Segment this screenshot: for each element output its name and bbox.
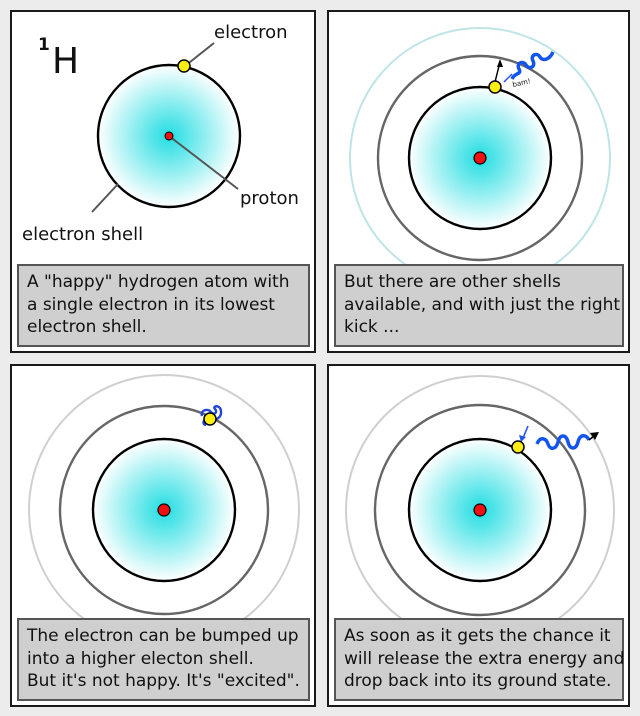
caption-line: A "happy" hydrogen atom with (27, 272, 290, 292)
atom-diagram-3 (28, 374, 300, 646)
panel-ground-state: 1 H electron proton electron shell A "ha… (10, 10, 316, 353)
proton (473, 503, 487, 517)
electron (177, 59, 191, 73)
proton (157, 503, 171, 517)
panel-kick: bam! But there are other shells availabl… (327, 10, 630, 353)
caption-line: available, and with just the right (344, 294, 621, 315)
atom-diagram-4 (345, 375, 615, 645)
caption-line: electron shell. (27, 317, 147, 337)
label-electron-shell: electron shell (22, 224, 143, 245)
arrow-icon (503, 73, 513, 83)
caption-line: kick ... (344, 317, 400, 337)
label-electron: electron (214, 22, 288, 43)
arrow-icon (519, 435, 526, 442)
proton-pointer (168, 135, 239, 190)
arrow-icon (590, 432, 599, 440)
caption-line: into a higher electon shell. (27, 648, 254, 669)
element-symbol: H (52, 41, 79, 82)
arrow-icon (522, 425, 529, 439)
electron-pointer (184, 42, 215, 67)
panel-excited: The electron can be bumped up into a hig… (10, 364, 316, 707)
bam-label: bam! (512, 77, 532, 89)
caption-line: will release the extra energy and (344, 648, 625, 669)
electron (203, 412, 217, 426)
photon-wave-icon (535, 434, 591, 450)
caption-2: But there are other shells available, an… (334, 264, 624, 347)
electron (488, 80, 502, 94)
middle-shell (58, 404, 270, 616)
caption-line: The electron can be bumped up (27, 626, 299, 646)
caption-line: a single electron in its lowest (27, 294, 275, 315)
caption-line: But it's not happy. It's "excited". (27, 671, 300, 691)
caption-3: The electron can be bumped up into a hig… (17, 618, 310, 701)
caption-4: As soon as it gets the chance it will re… (334, 618, 625, 701)
mass-number: 1 (38, 35, 50, 55)
proton (473, 151, 487, 165)
middle-shell (376, 54, 584, 262)
proton (164, 131, 174, 141)
panel-emission: As soon as it gets the chance it will re… (327, 364, 630, 707)
label-proton: proton (240, 188, 299, 209)
caption-line: But there are other shells (344, 272, 561, 292)
caption-line: drop back into its ground state. (344, 671, 612, 691)
caption-1: A "happy" hydrogen atom with a single el… (17, 264, 310, 347)
arrow-icon (497, 59, 503, 67)
photon-wave-icon (510, 51, 555, 80)
middle-shell (373, 403, 587, 617)
electron (511, 440, 525, 454)
caption-line: As soon as it gets the chance it (344, 626, 611, 646)
atom-diagram-1: 1 H electron proton electron shell (22, 22, 299, 245)
shell-pointer (91, 183, 119, 213)
